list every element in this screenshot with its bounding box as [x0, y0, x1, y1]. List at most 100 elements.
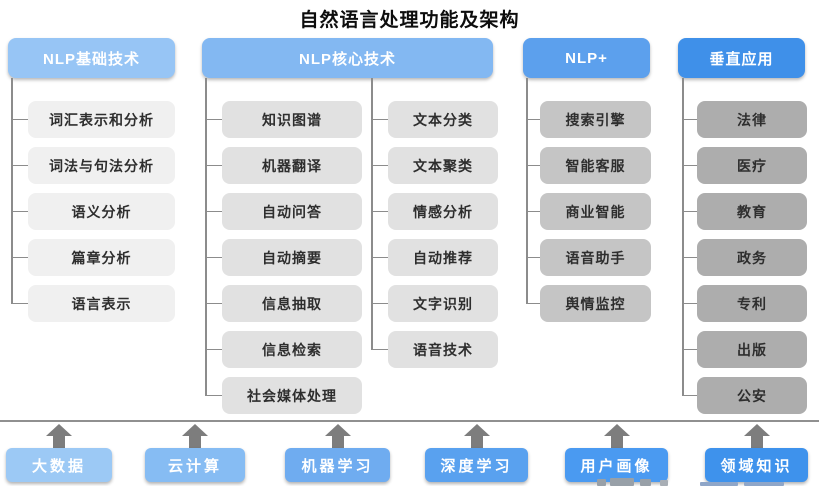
connector-stub: [11, 302, 28, 305]
diagram-node: 词汇表示和分析: [28, 101, 175, 138]
diagram-node: 出版: [697, 331, 807, 368]
diagram-node-label: 词法与句法分析: [49, 157, 154, 174]
diagram-node: 智能客服: [540, 147, 651, 184]
diagram-node-label: 政务: [737, 249, 767, 266]
diagram-node-label: 社会媒体处理: [247, 387, 337, 404]
up-arrow-stem: [470, 436, 483, 448]
connector-stub: [371, 210, 388, 213]
up-arrow-icon: [743, 424, 770, 436]
connector-vline: [682, 78, 684, 396]
diagram-node: 自动摘要: [222, 239, 362, 276]
connector-stub: [682, 256, 697, 259]
up-arrow-stem: [53, 436, 65, 448]
connector-stub: [526, 302, 540, 305]
diagram-node: 教育: [697, 193, 807, 230]
connector-stub: [371, 302, 388, 305]
diagram-node-label: 搜索引擎: [565, 111, 626, 128]
diagram-node-label: 语言表示: [71, 295, 132, 312]
connector-stub: [205, 394, 222, 397]
diagram-node: 文本分类: [388, 101, 498, 138]
connector-stub: [682, 164, 697, 167]
diagram-node: 信息检索: [222, 331, 362, 368]
up-arrow-icon: [324, 424, 351, 436]
up-arrow-stem: [750, 436, 763, 448]
diagram-node-label: 法律: [737, 111, 767, 128]
connector-stub: [205, 302, 222, 305]
diagram-node: 词法与句法分析: [28, 147, 175, 184]
column-header: NLP核心技术: [202, 38, 493, 78]
diagram-node: 政务: [697, 239, 807, 276]
column-header: NLP基础技术: [8, 38, 175, 78]
diagram-node: 篇章分析: [28, 239, 175, 276]
connector-stub: [205, 348, 222, 351]
watermark-stroke: [660, 480, 668, 486]
column-header-label: NLP核心技术: [298, 50, 396, 68]
foundation-node: 云计算: [145, 448, 245, 482]
up-arrow-icon: [463, 424, 490, 436]
up-arrow-stem: [610, 436, 623, 448]
connector-vline: [526, 78, 528, 304]
connector-stub: [526, 118, 540, 121]
foundation-node: 深度学习: [425, 448, 528, 482]
diagram-node-label: 情感分析: [413, 203, 473, 220]
diagram-node-label: 智能客服: [565, 157, 626, 174]
connector-stub: [371, 348, 388, 351]
diagram-node-label: 教育: [737, 203, 767, 220]
diagram-node-label: 专利: [737, 295, 767, 312]
diagram-node-label: 机器翻译: [262, 157, 322, 174]
diagram-title: 自然语言处理功能及架构: [299, 10, 520, 31]
foundation-node-label: 大数据: [31, 457, 86, 475]
diagram-node-label: 文字识别: [413, 295, 473, 312]
connector-stub: [11, 256, 28, 259]
diagram-node-label: 语音技术: [413, 341, 473, 358]
foundation-node: 用户画像: [565, 448, 668, 482]
connector-stub: [205, 210, 222, 213]
diagram-node: 法律: [697, 101, 807, 138]
up-arrow-icon: [46, 424, 72, 436]
connector-stub: [371, 118, 388, 121]
column-header: 垂直应用: [678, 38, 805, 78]
diagram-node: 知识图谱: [222, 101, 362, 138]
watermark-stroke: [597, 479, 606, 486]
diagram-node-label: 语义分析: [71, 203, 132, 220]
connector-stub: [11, 210, 28, 213]
connector-stub: [11, 164, 28, 167]
up-arrow-stem: [189, 436, 201, 448]
diagram-node: 专利: [697, 285, 807, 322]
up-arrow-stem: [331, 436, 344, 448]
diagram-node-label: 舆情监控: [565, 295, 626, 312]
diagram-node-label: 语音助手: [565, 249, 626, 266]
diagram-node: 情感分析: [388, 193, 498, 230]
column-header-label: 垂直应用: [709, 50, 774, 68]
diagram-node-label: 自动问答: [262, 203, 322, 220]
diagram-node-label: 词汇表示和分析: [49, 111, 154, 128]
connector-stub: [682, 302, 697, 305]
connector-stub: [11, 118, 28, 121]
diagram-node: 语音技术: [388, 331, 498, 368]
diagram-node: 信息抽取: [222, 285, 362, 322]
diagram-node: 社会媒体处理: [222, 377, 362, 414]
connector-stub: [371, 164, 388, 167]
column-header-label: NLP基础技术: [42, 50, 140, 68]
diagram-node: 搜索引擎: [540, 101, 651, 138]
diagram-node: 商业智能: [540, 193, 651, 230]
diagram-node: 语音助手: [540, 239, 651, 276]
connector-stub: [526, 210, 540, 213]
watermark-stroke: [640, 479, 651, 486]
watermark-stroke: [700, 482, 738, 486]
diagram-node-label: 公安: [737, 387, 767, 404]
connector-vline: [11, 78, 13, 304]
diagram-node: 舆情监控: [540, 285, 651, 322]
diagram-node-label: 知识图谱: [262, 111, 322, 128]
watermark-stroke: [610, 478, 634, 486]
up-arrow-icon: [603, 424, 630, 436]
foundation-node: 大数据: [6, 448, 112, 482]
connector-stub: [205, 256, 222, 259]
diagram-node-label: 篇章分析: [71, 249, 132, 266]
diagram-node-label: 医疗: [737, 157, 767, 174]
diagram-node-label: 出版: [737, 341, 767, 358]
connector-stub: [205, 118, 222, 121]
diagram-node: 医疗: [697, 147, 807, 184]
connector-stub: [682, 348, 697, 351]
